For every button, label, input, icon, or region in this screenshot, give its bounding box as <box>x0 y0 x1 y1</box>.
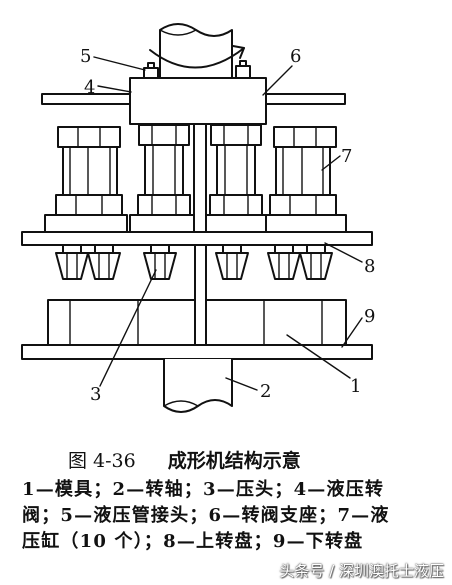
forming-machine-diagram: 5 6 4 7 8 9 1 2 3 <box>21 23 375 413</box>
press-head <box>299 244 333 280</box>
leader-line <box>225 377 258 391</box>
callout-8: 8 <box>324 242 375 277</box>
leader-line <box>99 269 157 387</box>
hydraulic-cylinder <box>129 124 195 233</box>
lower-shaft <box>163 359 233 413</box>
callout-label-9: 9 <box>364 306 375 327</box>
leader-line <box>341 317 363 348</box>
callout-1: 1 <box>286 334 361 397</box>
hydraulic-cylinder <box>205 124 271 233</box>
watermark: 头条号 / 深圳澳托士液压 <box>279 562 444 580</box>
press-head <box>87 244 121 280</box>
leader-line <box>321 155 341 171</box>
upper-turntable <box>21 231 373 246</box>
legend-line: 1—模具；2—转轴；3—压头；4—液压转 <box>22 479 385 500</box>
leader-line <box>286 334 351 379</box>
callout-label-1: 1 <box>350 376 361 397</box>
hydraulic-cylinder-right-pair <box>265 126 347 233</box>
callout-label-3: 3 <box>90 384 101 405</box>
shaft-center-column <box>193 123 207 233</box>
callout-5: 5 <box>80 46 146 71</box>
callout-3: 3 <box>90 269 157 405</box>
callout-9: 9 <box>341 306 375 348</box>
legend-line: 压缸（10 个）；8—上转盘；9—下转盘 <box>22 531 364 552</box>
callout-label-4: 4 <box>84 77 95 98</box>
callout-label-7: 7 <box>341 146 352 167</box>
press-head <box>215 244 249 280</box>
figure-legend: 1—模具；2—转轴；3—压头；4—液压转 阀；5—液压管接头；6—转阀支座；7—… <box>22 477 390 555</box>
mold-group-right <box>205 299 347 346</box>
leader-line <box>324 242 363 263</box>
callout-7: 7 <box>321 146 352 171</box>
callout-label-2: 2 <box>260 381 271 402</box>
callout-label-8: 8 <box>364 256 375 277</box>
pipe-joint-left <box>143 62 159 79</box>
legend-line: 阀；5—液压管接头；6—转阀支座；7—液 <box>22 505 390 526</box>
hydraulic-cylinder-left-pair <box>44 126 128 233</box>
callout-2: 2 <box>225 377 271 402</box>
press-head <box>267 244 301 280</box>
leader-line <box>262 65 293 96</box>
rotation-arrow-icon <box>149 45 245 69</box>
figure-caption: 图 4-36 成形机结构示意 <box>68 448 301 474</box>
figure-number: 图 4-36 <box>68 450 136 472</box>
callout-6: 6 <box>262 46 301 96</box>
callout-label-6: 6 <box>290 46 301 67</box>
rotary-valve <box>129 77 267 125</box>
pipe-joint-right <box>235 60 251 79</box>
callout-label-5: 5 <box>80 46 91 67</box>
leader-line <box>93 56 146 71</box>
shaft-middle <box>194 244 207 346</box>
mold-group-left <box>47 299 196 346</box>
upper-shaft <box>159 23 233 81</box>
callout-4: 4 <box>84 77 132 98</box>
press-head <box>143 244 177 280</box>
leader-line <box>97 85 132 93</box>
press-head <box>55 244 89 280</box>
figure-title: 成形机结构示意 <box>167 450 301 472</box>
